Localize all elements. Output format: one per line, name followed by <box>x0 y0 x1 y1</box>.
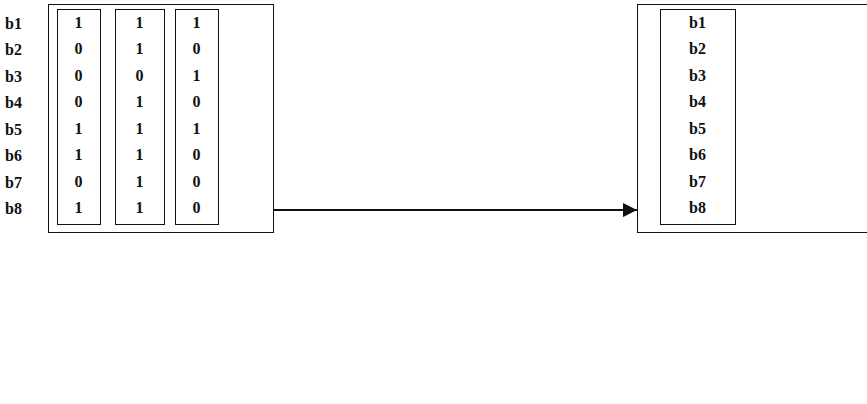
bit-value: 0 <box>176 36 218 63</box>
row-label: b1 <box>5 11 22 38</box>
bit-name: b6 <box>661 142 735 169</box>
bit-name: b4 <box>661 89 735 116</box>
bit-value: 0 <box>176 195 218 222</box>
bit-value: 1 <box>116 116 164 143</box>
bit-value: 1 <box>116 195 164 222</box>
row-label: b7 <box>5 170 22 197</box>
bit-value: 1 <box>58 142 100 169</box>
bit-column: 10001101 <box>57 9 101 225</box>
bit-name: b5 <box>661 116 735 143</box>
bit-value: 0 <box>116 63 164 90</box>
bit-name: b7 <box>661 169 735 196</box>
target-box: b1b2b3b4b5b6b7b8 <box>637 4 867 233</box>
bit-column: 10101000 <box>175 9 219 225</box>
bit-name: b8 <box>661 195 735 222</box>
row-label: b4 <box>5 90 22 117</box>
bit-value: 0 <box>58 169 100 196</box>
arrow <box>274 209 637 211</box>
bit-value: 0 <box>176 169 218 196</box>
bit-name: b2 <box>661 36 735 63</box>
row-label: b5 <box>5 117 22 144</box>
bit-value: 1 <box>176 10 218 37</box>
bit-value: 1 <box>116 142 164 169</box>
bit-value: 0 <box>58 63 100 90</box>
bit-value: 1 <box>116 36 164 63</box>
bit-value: 1 <box>116 10 164 37</box>
bit-value: 1 <box>176 116 218 143</box>
bit-value: 1 <box>58 116 100 143</box>
bit-value: 0 <box>176 142 218 169</box>
bit-value: 1 <box>58 195 100 222</box>
bit-value: 1 <box>58 10 100 37</box>
row-label: b8 <box>5 196 22 223</box>
bit-value: 0 <box>176 89 218 116</box>
bit-name-column: b1b2b3b4b5b6b7b8 <box>660 9 736 225</box>
bit-column: 11011111 <box>115 9 165 225</box>
bit-name: b1 <box>661 10 735 37</box>
bit-value: 1 <box>176 63 218 90</box>
bit-value: 0 <box>58 36 100 63</box>
bit-value: 1 <box>116 89 164 116</box>
row-label: b2 <box>5 37 22 64</box>
bit-value: 0 <box>58 89 100 116</box>
row-label: b6 <box>5 143 22 170</box>
row-label: b3 <box>5 64 22 91</box>
bit-name: b3 <box>661 63 735 90</box>
register-box: 100011011101111110101000 <box>48 4 274 233</box>
bit-value: 1 <box>116 169 164 196</box>
